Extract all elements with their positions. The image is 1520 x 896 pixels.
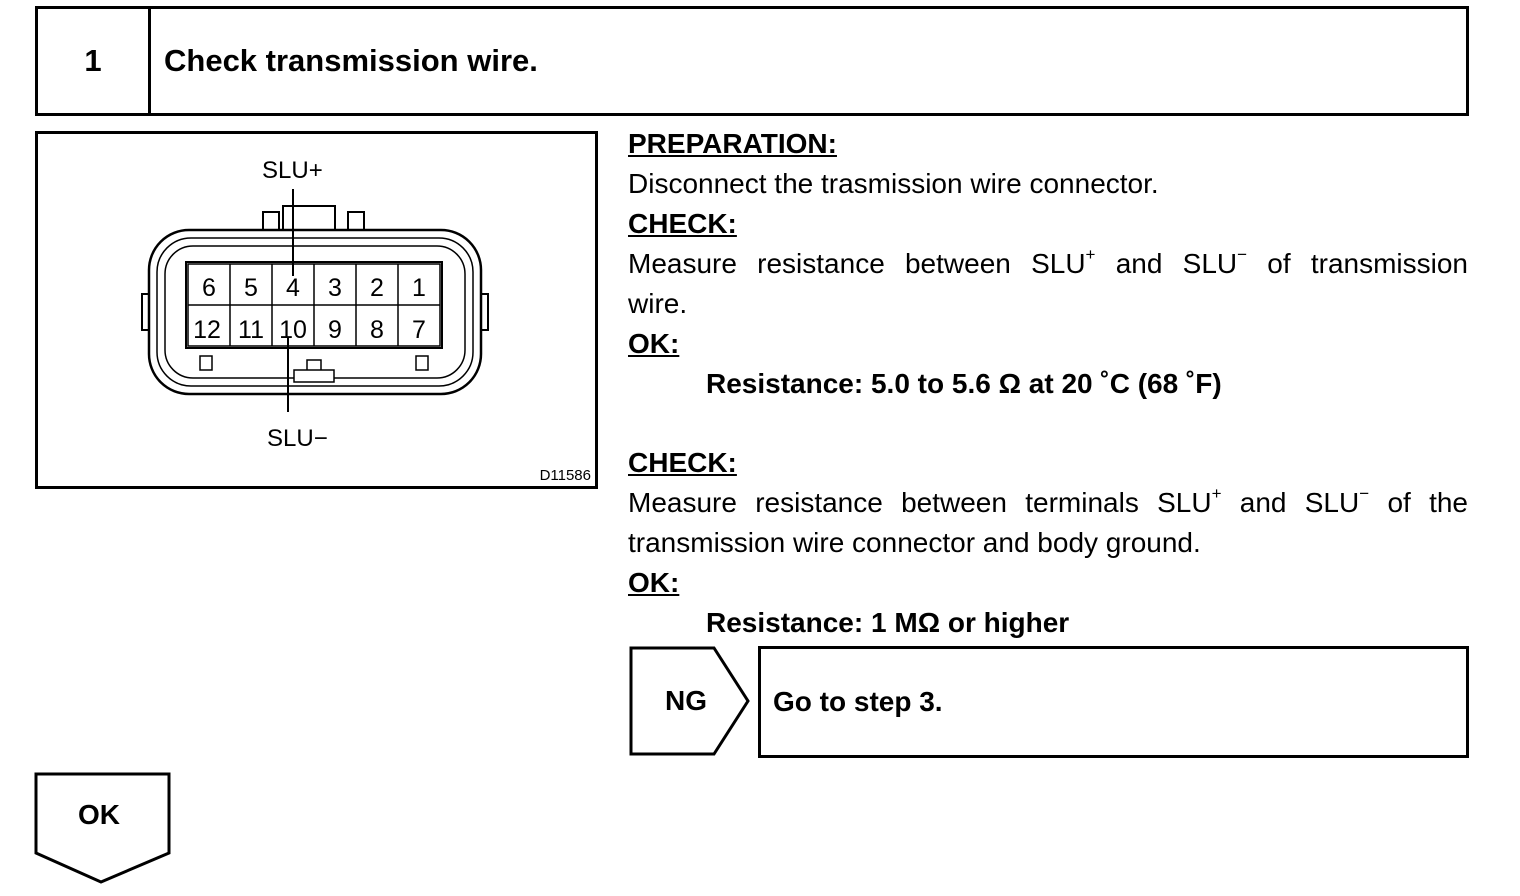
pin-7: 7 — [412, 316, 426, 344]
preparation-heading: PREPARATION: — [628, 128, 837, 159]
connector-diagram: 6 5 4 3 2 1 12 11 10 9 8 7 SLU+ SLU− D11… — [141, 157, 591, 484]
ok-label: OK — [78, 799, 120, 830]
pin-12: 12 — [193, 316, 221, 344]
ng-action-box: Go to step 3. — [758, 646, 1469, 758]
ng-label: NG — [665, 685, 707, 716]
pin-10: 10 — [279, 316, 307, 344]
pin-11: 11 — [238, 316, 264, 344]
step-title: Check transmission wire. — [164, 43, 538, 78]
check-text-1-line1: Measure resistance between SLU+ and SLU−… — [628, 244, 1468, 279]
ok-spec-1: Resistance: 5.0 to 5.6 Ω at 20 ˚C (68 ˚F… — [706, 368, 1222, 399]
check-heading-2: CHECK: — [628, 447, 737, 478]
check-text-2-line2: transmission wire connector and body gro… — [628, 527, 1201, 558]
pin-9: 9 — [328, 316, 342, 344]
ng-action-text: Go to step 3. — [773, 686, 943, 717]
pin-8: 8 — [370, 316, 384, 344]
instructions-block-1: PREPARATION: Disconnect the trasmission … — [628, 124, 1468, 404]
ok-arrow: OK — [34, 772, 171, 884]
ok-heading-1: OK: — [628, 328, 680, 359]
pin-6: 6 — [202, 274, 216, 302]
ng-arrow: NG — [629, 646, 750, 756]
preparation-text: Disconnect the trasmission wire connecto… — [628, 168, 1159, 199]
step-header: 1 Check transmission wire. — [35, 6, 1469, 116]
check-text-2-line1: Measure resistance between terminals SLU… — [628, 483, 1468, 518]
pin-1: 1 — [412, 274, 426, 302]
ok-spec-2: Resistance: 1 MΩ or higher — [706, 607, 1070, 638]
pin-3: 3 — [328, 274, 342, 302]
step-number: 1 — [38, 9, 151, 113]
ok-heading-2: OK: — [628, 567, 680, 598]
pin-4: 4 — [286, 274, 300, 302]
label-slu-minus: SLU− — [267, 425, 328, 452]
pin-5: 5 — [244, 274, 258, 302]
label-slu-plus: SLU+ — [262, 157, 323, 184]
pin-2: 2 — [370, 274, 384, 302]
check-heading-1: CHECK: — [628, 208, 737, 239]
instructions-block-2: CHECK: Measure resistance between termin… — [628, 443, 1468, 643]
connector-figure: 6 5 4 3 2 1 12 11 10 9 8 7 SLU+ SLU− D11… — [35, 131, 598, 489]
figure-code: D11586 — [540, 467, 591, 484]
check-text-1-line2: wire. — [628, 288, 688, 319]
